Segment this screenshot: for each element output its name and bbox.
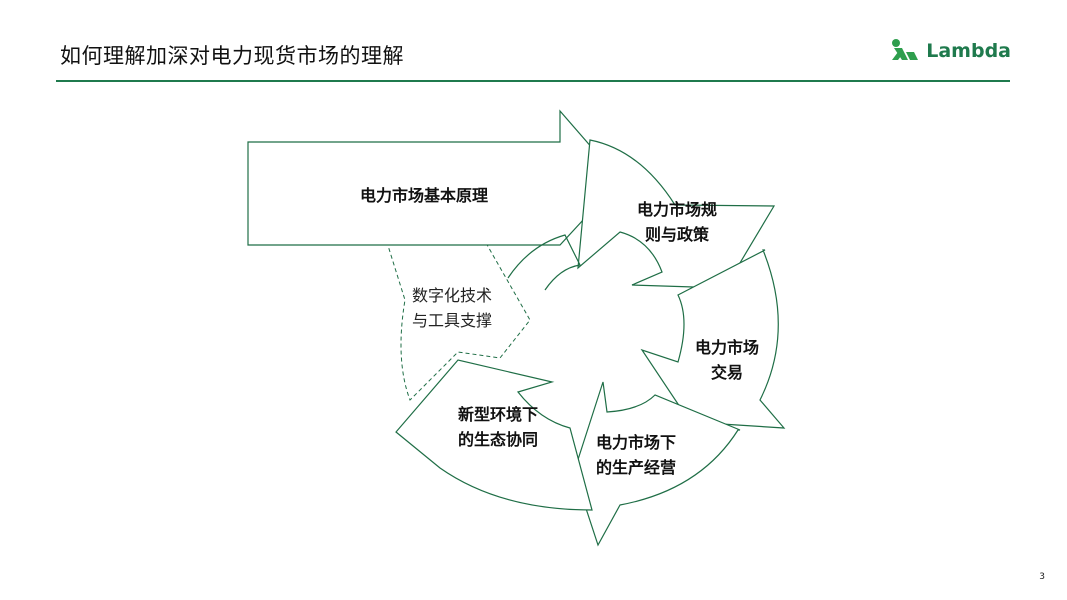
title-underline — [56, 80, 1010, 82]
main-arrow — [247, 109, 621, 246]
segment-ecosystem — [395, 359, 593, 511]
segment-digital-tools — [384, 235, 531, 401]
segment-ecosystem-label-1: 新型环境下 — [458, 405, 538, 424]
segment-rules-policy-label-2: 则与政策 — [645, 225, 710, 244]
segment-production — [573, 381, 741, 547]
segment-ecosystem-label-2: 的生态协同 — [458, 430, 538, 449]
page-number: 3 — [1039, 572, 1045, 582]
segment-production-label-1: 电力市场下 — [596, 433, 676, 452]
segment-digital-tools-label-2: 与工具支撑 — [412, 311, 492, 330]
segment-rules-policy-label-1: 电力市场规 — [637, 200, 717, 219]
segment-production-label-2: 的生产经营 — [596, 458, 676, 477]
segment-trading-label-1: 电力市场 — [695, 338, 759, 357]
lambda-logo: Lambda — [890, 38, 1011, 64]
main-arrow-label: 电力市场基本原理 — [360, 186, 488, 205]
logo-text: Lambda — [926, 40, 1011, 62]
segment-digital-tools-label-1: 数字化技术 — [412, 286, 492, 305]
slide-title: 如何理解加深对电力现货市场的理解 — [60, 44, 404, 68]
inner-arrow-arc — [507, 234, 581, 291]
segment-rules-policy — [577, 139, 776, 289]
lambda-logo-icon — [892, 39, 919, 60]
segment-trading-label-2: 交易 — [711, 363, 743, 382]
segment-trading — [640, 249, 786, 429]
